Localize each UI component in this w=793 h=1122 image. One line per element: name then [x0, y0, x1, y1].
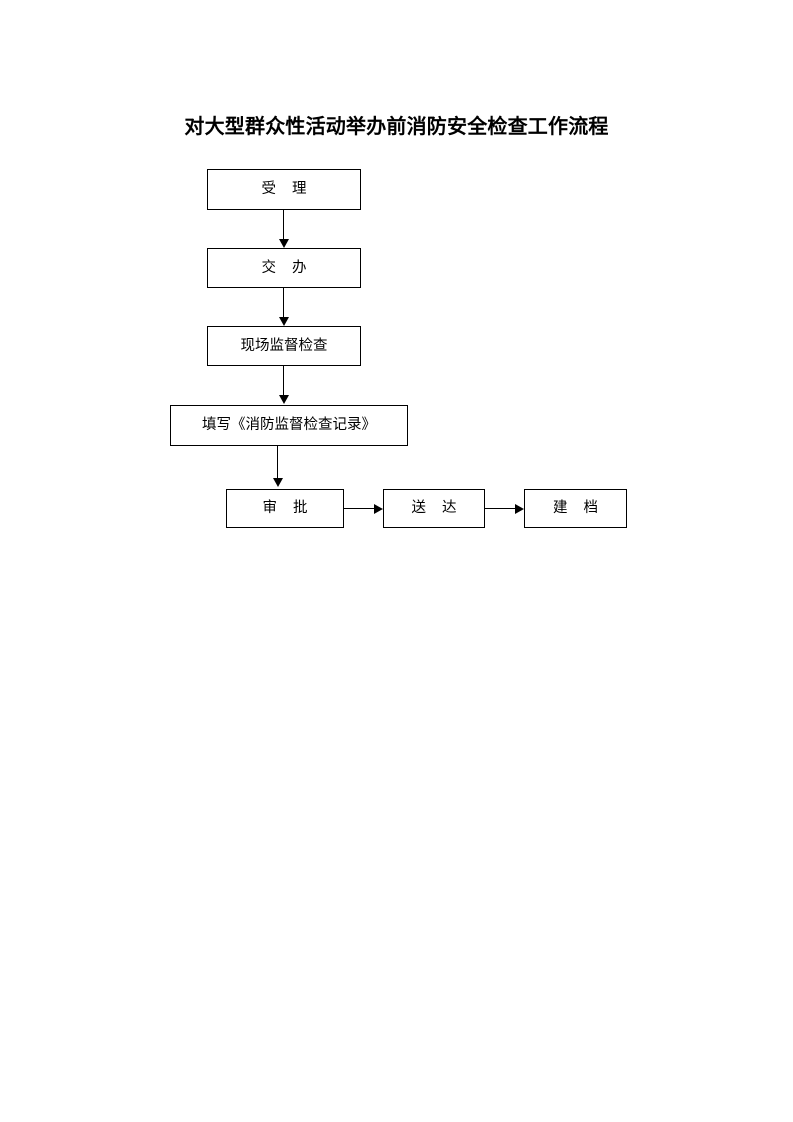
flow-node-archive[interactable]: 建 档 [524, 489, 627, 528]
connector-approve-to-deliver-line [344, 508, 375, 510]
flow-node-approve[interactable]: 审 批 [226, 489, 344, 528]
connector-accept-to-assign-arrowhead-icon [279, 239, 289, 248]
connector-deliver-to-archive-line [485, 508, 516, 510]
connector-inspect-to-record-arrowhead-icon [279, 395, 289, 404]
connector-approve-to-deliver-arrowhead-icon [374, 504, 383, 514]
flow-node-accept[interactable]: 受 理 [207, 169, 361, 210]
connector-deliver-to-archive-arrowhead-icon [515, 504, 524, 514]
flow-node-deliver[interactable]: 送 达 [383, 489, 485, 528]
flow-node-assign[interactable]: 交 办 [207, 248, 361, 288]
flow-node-record[interactable]: 填写《消防监督检查记录》 [170, 405, 408, 446]
connector-assign-to-inspect-arrowhead-icon [279, 317, 289, 326]
connector-assign-to-inspect-line [283, 288, 285, 318]
connector-accept-to-assign-line [283, 210, 285, 240]
connector-inspect-to-record-line [283, 366, 285, 396]
connector-record-to-approve-arrowhead-icon [273, 478, 283, 487]
connector-record-to-approve-line [277, 446, 279, 479]
flow-node-inspect[interactable]: 现场监督检查 [207, 326, 361, 366]
page-title: 对大型群众性活动举办前消防安全检查工作流程 [184, 116, 609, 138]
